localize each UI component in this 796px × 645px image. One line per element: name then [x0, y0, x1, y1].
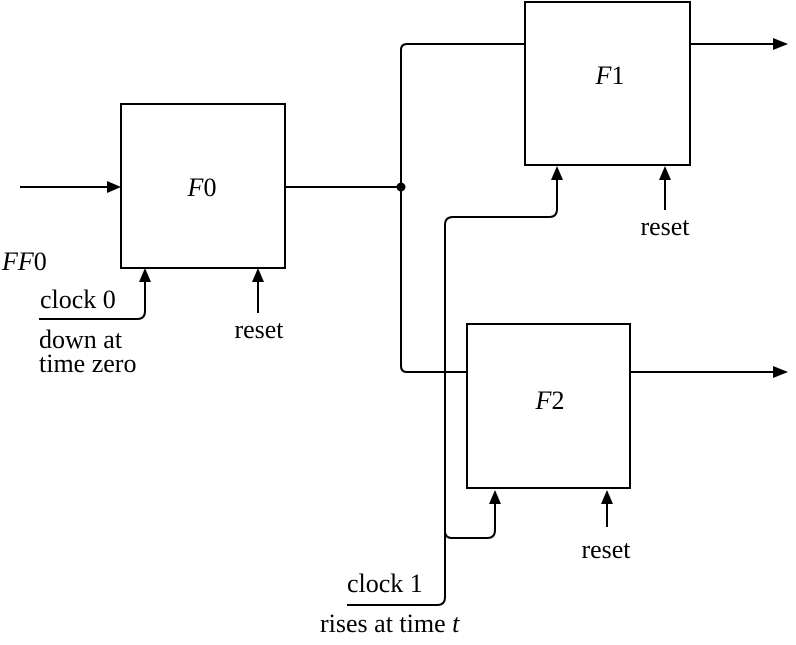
flipflop-f0-box — [120, 103, 286, 269]
f0-clock-arrowhead-icon — [139, 268, 151, 282]
flipflop-f0-label: F0 — [187, 173, 217, 202]
f2-clock-arrowhead-icon — [489, 490, 501, 504]
label-clock0-note-line2: time zero — [39, 349, 136, 378]
wire-clock1-f2-branch — [444, 504, 496, 539]
label-clock0: clock 0 — [40, 285, 116, 314]
wire-clock0 — [39, 282, 146, 320]
wire-junction-to-f1-and-f2 — [400, 43, 525, 373]
flipflop-f1-box — [524, 1, 691, 166]
label-ff0: FF0 — [1, 247, 47, 276]
flipflop-f2-label: F2 — [535, 386, 565, 415]
flipflop-f2-box — [466, 323, 631, 489]
label-clock1-note: rises at time t — [320, 609, 460, 638]
f2-output-arrowhead-icon — [773, 366, 788, 378]
flipflop-f1-label: F1 — [595, 61, 625, 90]
f0-input-arrowhead-icon — [107, 181, 121, 193]
label-reset-f0: reset — [234, 315, 284, 344]
label-clock1: clock 1 — [347, 569, 423, 598]
f1-reset-arrowhead-icon — [659, 166, 671, 180]
f0-reset-arrowhead-icon — [252, 268, 264, 282]
label-reset-f1: reset — [640, 212, 690, 241]
label-reset-f2: reset — [581, 535, 631, 564]
wire-clock1 — [347, 180, 558, 606]
label-clock0-note-line1: down at — [39, 325, 123, 354]
f1-output-arrowhead-icon — [773, 38, 788, 50]
junction-dot — [396, 182, 406, 192]
f1-clock-arrowhead-icon — [551, 166, 563, 180]
f2-reset-arrowhead-icon — [601, 490, 613, 504]
